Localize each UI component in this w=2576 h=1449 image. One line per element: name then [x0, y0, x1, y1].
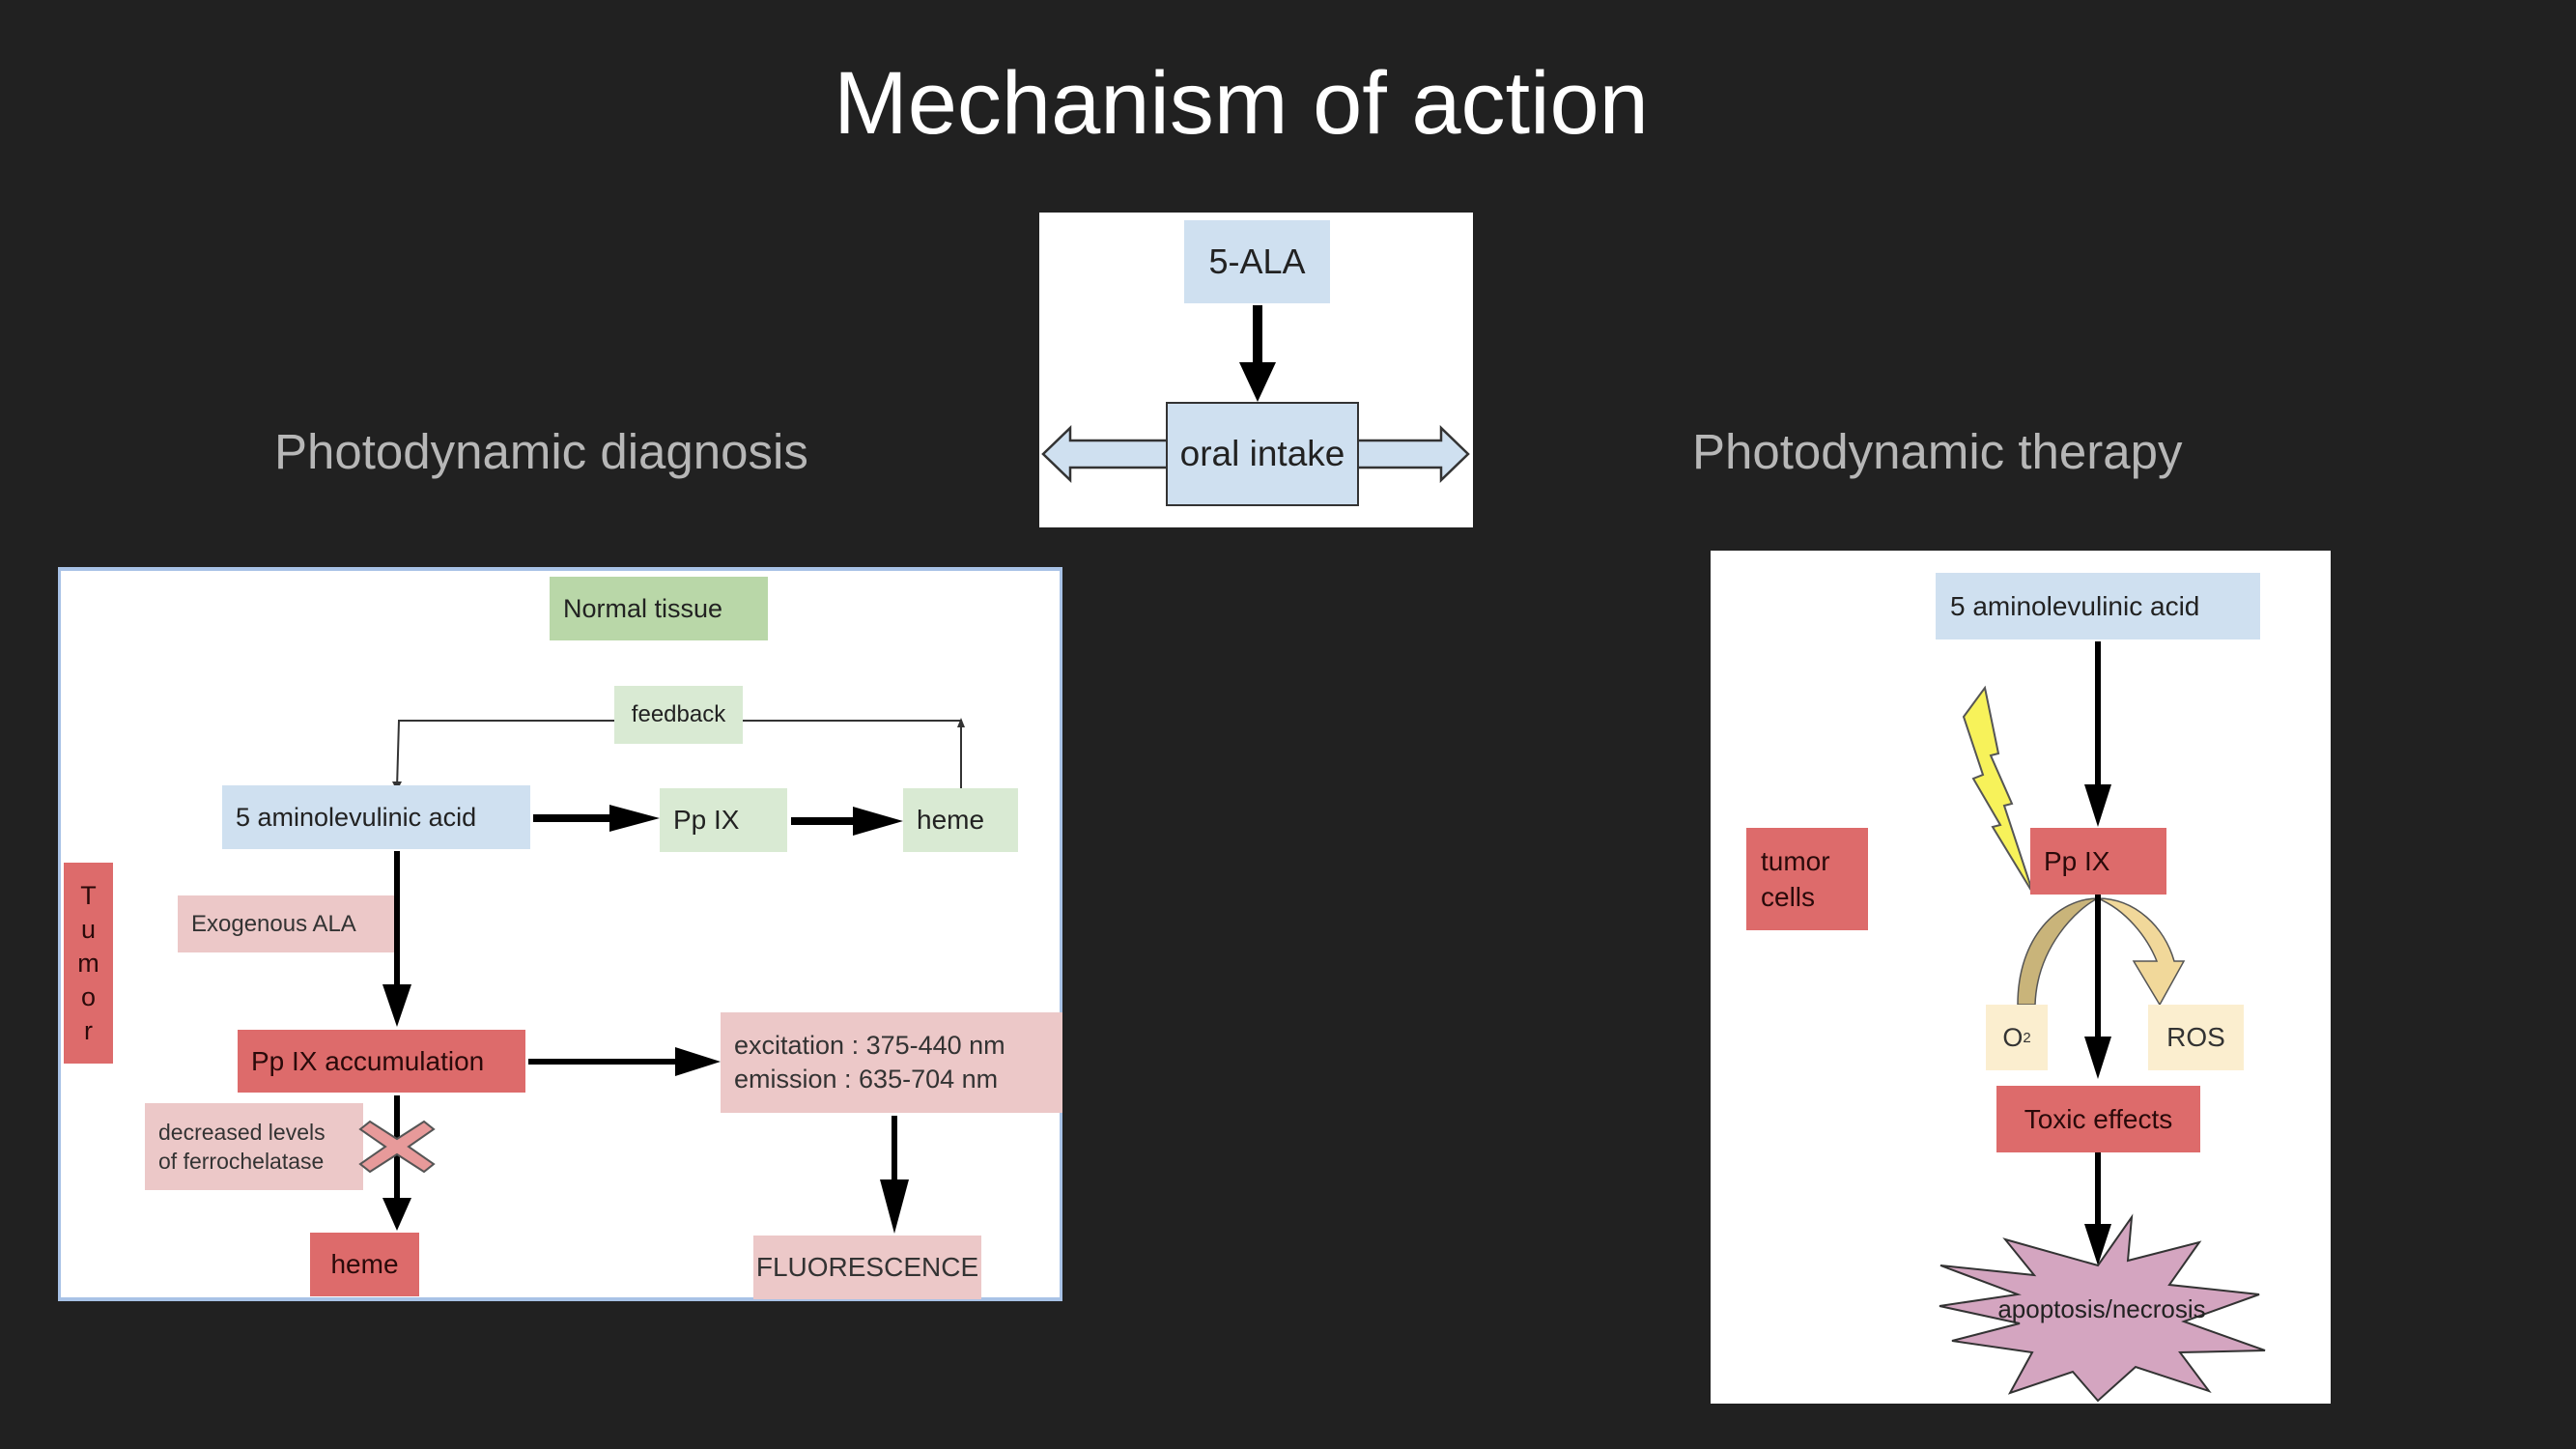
down-arrow-head: [1239, 362, 1276, 402]
ferrochelatase-line2: of ferrochelatase: [158, 1149, 325, 1174]
excitation-text: excitation : 375-440 nm: [734, 1031, 1005, 1060]
therapy-diagram-panel: 5 aminolevulinic acid tumor cells Pp IX …: [1711, 551, 2331, 1404]
oxygen-symbol: O: [2002, 1022, 2024, 1052]
ala-top-box: 5-ALA: [1184, 220, 1330, 303]
fluorescence-box: FLUORESCENCE: [753, 1236, 981, 1299]
ala-box: 5 aminolevulinic acid: [222, 785, 530, 849]
tumor-cells-line1: tumor: [1761, 846, 1830, 876]
feedback-label: feedback: [614, 686, 743, 744]
therapy-connectors: [1939, 641, 2266, 1403]
therapy-ala-box: 5 aminolevulinic acid: [1936, 573, 2260, 639]
ros-curve-arrow: [2097, 897, 2186, 1007]
ppix-accumulation-box: Pp IX accumulation: [238, 1030, 525, 1093]
ros-box: ROS: [2148, 1005, 2244, 1070]
ferrochelatase-box: decreased levels of ferrochelatase: [145, 1103, 363, 1190]
center-diagram-panel: 5-ALA oral intake: [1039, 213, 1473, 527]
therapy-section-label: Photodynamic therapy: [1692, 424, 2183, 479]
spectra-box: excitation : 375-440 nm emission : 635-7…: [721, 1012, 1062, 1113]
ferrochelatase-line1: decreased levels: [158, 1120, 326, 1145]
arrow-accumulation-to-heme: [382, 1198, 411, 1231]
therapy-ppix-box: Pp IX: [2030, 828, 2166, 895]
apoptosis-burst-shape: [1939, 1213, 2266, 1403]
tumor-letter: r: [84, 1015, 93, 1045]
feedback-arrowhead-heme: [957, 718, 965, 727]
arrow-spectra-to-fluorescence: [880, 1179, 909, 1234]
diagnosis-section-label: Photodynamic diagnosis: [274, 424, 808, 479]
normal-tissue-label: Normal tissue: [550, 577, 768, 640]
tumor-letter: m: [77, 948, 99, 978]
tumor-letter: u: [80, 914, 97, 944]
ppix-normal-box: Pp IX: [660, 788, 787, 852]
arrow-ppix-to-toxic: [2084, 1037, 2111, 1079]
tumor-cells-line2: cells: [1761, 882, 1816, 912]
diagnosis-diagram-panel: Normal tissue feedback 5 aminolevulinic …: [58, 567, 1062, 1301]
heme-tumor-box: heme: [310, 1233, 419, 1296]
arrow-ala-to-accumulation: [382, 984, 411, 1027]
tumor-cells-box: tumor cells: [1746, 828, 1868, 930]
exogenous-ala-box: Exogenous ALA: [178, 895, 394, 952]
arrow-accumulation-to-spectra: [675, 1047, 721, 1076]
arrow-toxic-to-burst: [2084, 1224, 2111, 1265]
slide-title: Mechanism of action: [834, 54, 1649, 153]
blocked-x-icon: [358, 1120, 436, 1174]
arrow-ppix-to-heme: [853, 807, 903, 836]
emission-text: emission : 635-704 nm: [734, 1065, 999, 1094]
arrow-ala-to-ppix: [609, 805, 660, 832]
apoptosis-necrosis-label: apoptosis/necrosis: [1997, 1293, 2206, 1323]
oxygen-subscript: 2: [2023, 1029, 2031, 1046]
lightning-icon: [1962, 685, 2034, 895]
toxic-effects-box: Toxic effects: [1996, 1086, 2200, 1152]
tumor-letter: o: [80, 981, 97, 1011]
tumor-letter: T: [80, 880, 97, 910]
arrow-ala-to-ppix: [2084, 784, 2111, 827]
tumor-label: T u m o r: [64, 863, 113, 1064]
oxygen-curve: [2017, 897, 2099, 1006]
heme-normal-box: heme: [903, 788, 1018, 852]
oral-intake-box: oral intake: [1166, 402, 1359, 506]
